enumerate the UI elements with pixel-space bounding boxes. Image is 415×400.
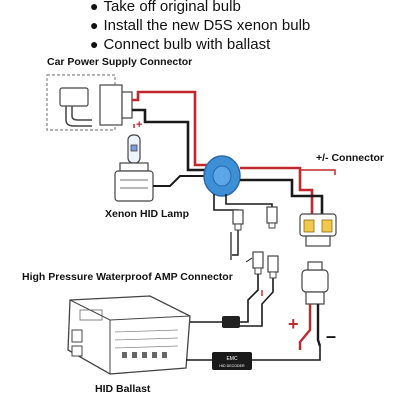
black-wire <box>132 108 215 172</box>
emc-sublabel: HID DECODER <box>219 364 245 368</box>
amp-connector-label: High Pressure Waterproof AMP Connector <box>22 271 233 283</box>
bullet-icon: ● <box>90 0 99 14</box>
step-2: ●Install the new D5S xenon bulb <box>90 16 310 35</box>
pm-connector-label: +/- Connector <box>316 152 384 164</box>
small-connector-icon <box>232 209 244 231</box>
hid-lamp-label: Xenon HID Lamp <box>105 208 190 220</box>
bulb-socket-icon <box>301 261 329 305</box>
inline-fuse-icon <box>222 316 240 328</box>
emc-decoder-icon: EMC HID DECODER <box>212 352 252 370</box>
small-plus-sign: + <box>136 119 142 131</box>
minus-sign: – <box>326 326 337 346</box>
step-3-text: Connect bulb with ballast <box>103 36 271 53</box>
hid-ballast-label: HID Ballast <box>95 383 151 395</box>
small-connector-icon <box>266 206 278 229</box>
black-wire <box>240 178 324 215</box>
red-wire <box>132 90 215 167</box>
xenon-bulb-icon <box>114 134 154 202</box>
emc-label: EMC <box>226 356 238 362</box>
amp-connector-icon <box>252 251 279 279</box>
hid-ballast-icon <box>67 295 191 375</box>
power-connector-label: Car Power Supply Connector <box>47 56 193 68</box>
pm-connector-icon <box>299 213 337 247</box>
bullet-icon: ● <box>90 17 99 33</box>
step-2-text: Install the new D5S xenon bulb <box>103 17 311 34</box>
step-1: ● Take off original bulb <box>90 0 241 16</box>
bullet-icon: ● <box>90 36 99 52</box>
red-wire <box>240 166 314 215</box>
step-1-text: Take off original bulb <box>103 0 241 15</box>
plus-sign: + <box>288 314 299 334</box>
power-connector-icon <box>46 74 133 131</box>
step-3: ●Connect bulb with ballast <box>90 35 270 54</box>
